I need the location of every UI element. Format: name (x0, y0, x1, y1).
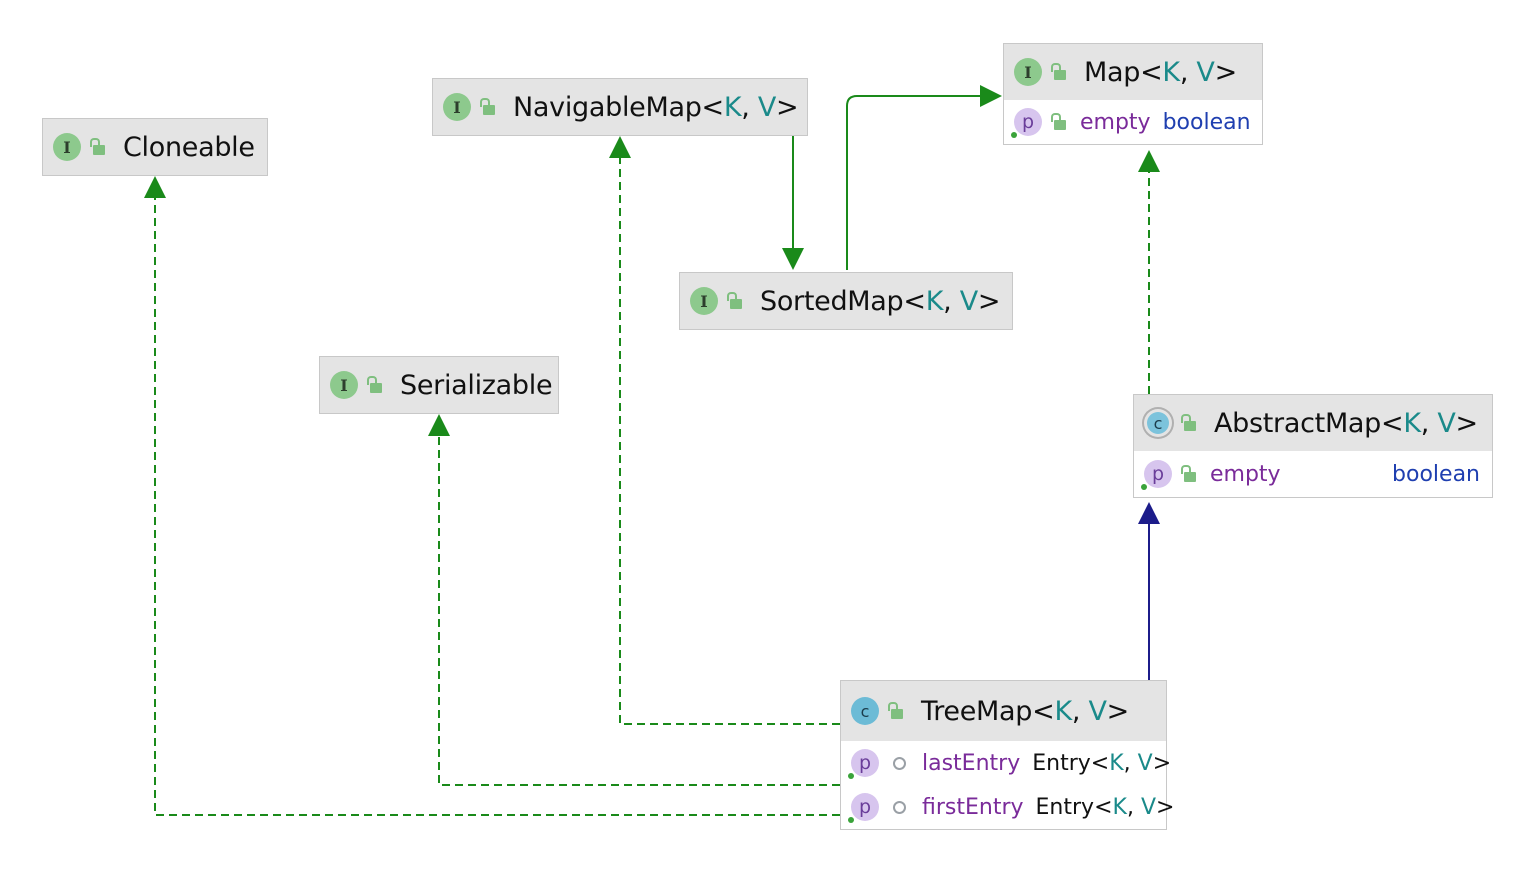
field-type: Entry<K, V> (1035, 794, 1175, 820)
node-title: AbstractMap<K, V> (1214, 408, 1478, 439)
package-private-icon (893, 756, 906, 770)
node-sortedmap[interactable]: I SortedMap<K, V> (679, 272, 1013, 330)
type-param-v: V (757, 91, 777, 123)
generic-close: > (977, 285, 1001, 317)
generic-close: > (1106, 695, 1130, 727)
node-treemap[interactable]: c TreeMap<K, V> p lastEntry Entry<K, V> … (840, 680, 1174, 830)
node-header: I Serializable (320, 357, 558, 413)
type-param-v: V (959, 285, 978, 317)
field-type: boolean (1392, 461, 1480, 487)
node-title: NavigableMap<K, V> (513, 91, 799, 123)
node-serializable[interactable]: I Serializable (319, 356, 559, 414)
field-type: Entry<K, V> (1032, 750, 1172, 776)
arrowhead-sortedmap (782, 248, 804, 270)
field-row-lastentry[interactable]: p lastEntry Entry<K, V> (841, 741, 1171, 785)
property-icon: p (848, 749, 879, 779)
interface-icon: I (690, 287, 718, 315)
type-param-k: K (1403, 407, 1421, 439)
interface-icon: I (1014, 58, 1042, 86)
field-name: lastEntry (922, 750, 1021, 776)
field-type: boolean (1162, 109, 1251, 135)
node-abstractmap[interactable]: c AbstractMap<K, V> p empty boolean (1133, 394, 1493, 498)
node-title: Cloneable (123, 131, 255, 163)
field-row-empty[interactable]: p empty boolean (1134, 451, 1492, 497)
generic-comma: , (1179, 56, 1197, 88)
node-map[interactable]: I Map<K, V> p empty boolean (1003, 43, 1263, 145)
type-param-v: V (1088, 695, 1107, 727)
field-row-firstentry[interactable]: p firstEntry Entry<K, V> (841, 785, 1174, 829)
unlocked-icon (364, 375, 384, 395)
property-icon: p (848, 793, 879, 823)
package-private-icon (893, 800, 906, 814)
node-title: SortedMap<K, V> (760, 286, 1000, 317)
node-cloneable[interactable]: I Cloneable (42, 118, 268, 176)
node-title: Serializable (400, 369, 553, 401)
node-header: I Cloneable (43, 119, 267, 175)
field-row-empty[interactable]: p empty boolean (1004, 100, 1262, 144)
generic-open: < (903, 285, 926, 317)
node-header: c TreeMap<K, V> (841, 681, 1166, 741)
type-param-k: K (1054, 695, 1072, 727)
type-param-k: K (723, 91, 742, 123)
unlocked-icon (477, 97, 497, 117)
type-param-v: V (1437, 407, 1456, 439)
node-navigablemap[interactable]: I NavigableMap<K, V> (432, 78, 808, 136)
arrowhead-cloneable (144, 176, 166, 198)
interface-icon: I (330, 371, 358, 399)
field-name: empty (1210, 461, 1281, 487)
generic-close: > (1214, 56, 1238, 88)
node-header: c AbstractMap<K, V> (1134, 395, 1492, 451)
node-title: Map<K, V> (1084, 57, 1237, 88)
generic-close: > (776, 91, 799, 123)
generic-comma: , (741, 91, 758, 123)
generic-comma: , (943, 285, 960, 317)
generic-open: < (1381, 407, 1404, 439)
class-name: TreeMap (921, 695, 1033, 727)
property-icon: p (1141, 460, 1172, 490)
type-param-k: K (925, 285, 944, 317)
interface-icon: I (53, 133, 81, 161)
type-param-k: K (1162, 56, 1180, 88)
abstract-class-icon: c (1147, 412, 1169, 434)
unlocked-icon (87, 137, 107, 157)
generic-open: < (701, 91, 725, 123)
generic-open: < (1032, 695, 1055, 727)
class-icon: c (851, 697, 879, 725)
arrowhead-serializable (428, 414, 450, 436)
generic-open: < (1140, 56, 1163, 88)
type-param-v: V (1196, 56, 1215, 88)
node-header: I Map<K, V> (1004, 44, 1262, 100)
node-header: I SortedMap<K, V> (680, 273, 1012, 329)
unlocked-icon (1178, 413, 1198, 433)
unlocked-icon (1178, 464, 1198, 484)
generic-close: > (1455, 407, 1479, 439)
unlocked-icon (885, 701, 905, 721)
arrowhead-navigablemap (609, 136, 631, 158)
class-name: NavigableMap (513, 91, 702, 123)
interface-icon: I (443, 93, 471, 121)
class-name: AbstractMap (1214, 407, 1382, 439)
node-title: TreeMap<K, V> (921, 696, 1129, 727)
generic-comma: , (1071, 695, 1089, 727)
unlocked-icon (1048, 112, 1068, 132)
class-name: Map (1084, 56, 1141, 88)
arrowhead-abstractmap (1138, 502, 1160, 524)
class-name: SortedMap (760, 285, 904, 317)
edge-treemap-serializable (438, 436, 840, 786)
arrowhead-map-left (980, 85, 1002, 107)
edge-treemap-navigablemap (619, 158, 840, 725)
edge-sortedmap-map (846, 95, 980, 270)
node-header: I NavigableMap<K, V> (433, 79, 807, 135)
field-name: empty (1080, 109, 1151, 135)
arrowhead-map-bottom (1138, 150, 1160, 172)
unlocked-icon (1048, 62, 1068, 82)
generic-comma: , (1420, 407, 1438, 439)
field-name: firstEntry (922, 794, 1024, 820)
property-icon: p (1011, 108, 1042, 138)
unlocked-icon (724, 291, 744, 311)
